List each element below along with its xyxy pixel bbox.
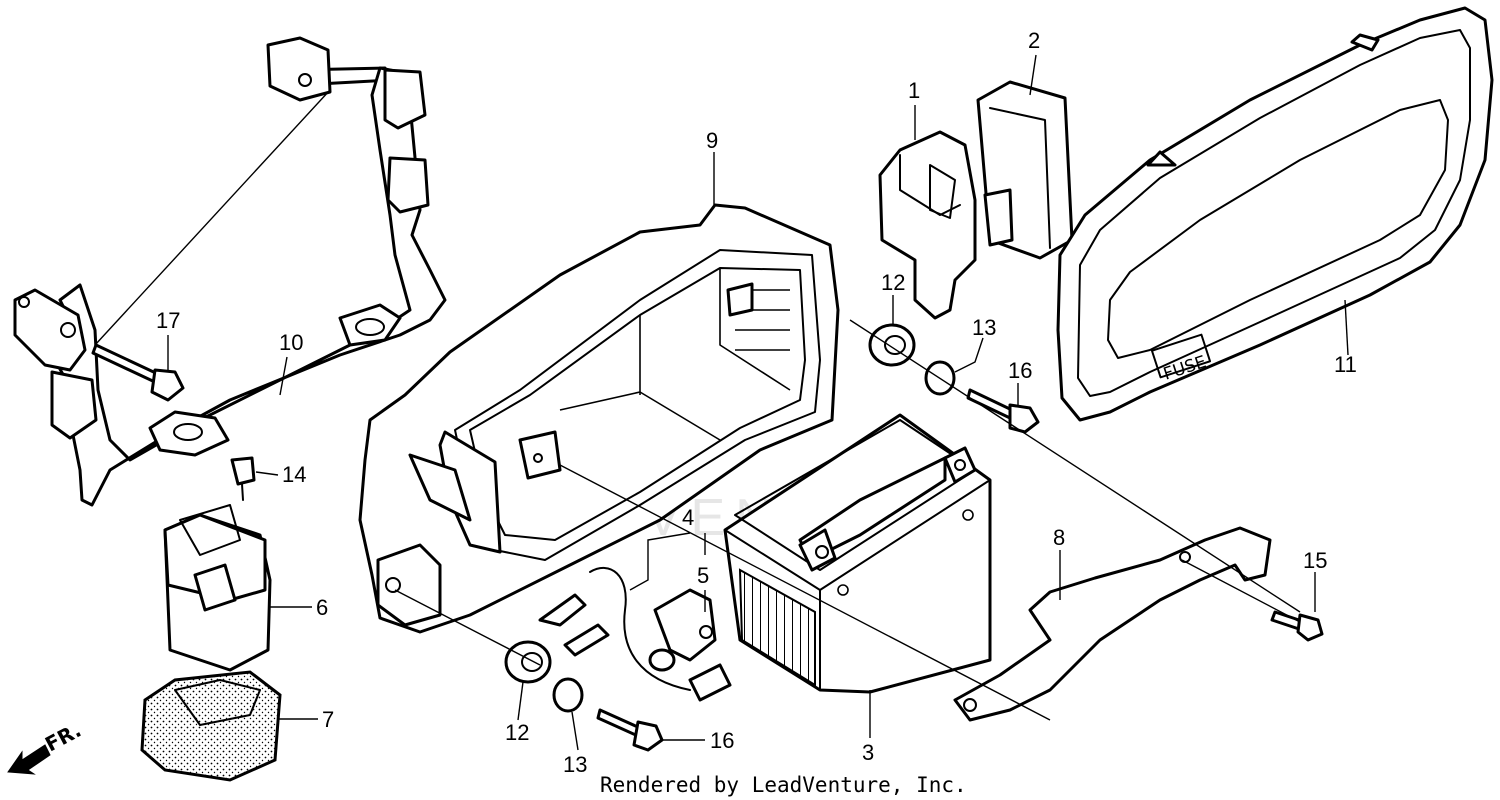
part-16-bolt-b xyxy=(596,708,664,752)
callout-11: 11 xyxy=(1334,352,1357,377)
leader-lines xyxy=(94,54,1349,751)
part-9-battery-box xyxy=(358,203,840,634)
callout-1: 1 xyxy=(908,78,920,103)
part-7-relay-cover xyxy=(140,670,282,782)
callout-6: 6 xyxy=(316,595,328,620)
front-direction-indicator: FR. xyxy=(7,718,85,775)
callout-16-b: 16 xyxy=(710,728,734,753)
part-15-screw xyxy=(1270,610,1324,642)
callout-16-a: 16 xyxy=(1008,358,1032,383)
callout-12-b: 12 xyxy=(505,720,529,745)
callout-14: 14 xyxy=(282,462,306,487)
part-8-holder-plate xyxy=(953,526,1272,722)
part-1-module xyxy=(878,130,977,320)
callout-4: 4 xyxy=(682,505,694,530)
part-13-collar-b xyxy=(552,677,584,713)
part-4-5-cables xyxy=(538,566,732,702)
part-11-fuse-cover: FUSE xyxy=(1056,6,1494,422)
front-arrow-icon xyxy=(7,744,51,775)
callout-5: 5 xyxy=(697,563,709,588)
callout-12-a: 12 xyxy=(881,270,905,295)
callout-9: 9 xyxy=(706,128,718,153)
credit-text: Rendered by LeadVenture, Inc. xyxy=(600,773,967,797)
callout-13-b: 13 xyxy=(563,752,587,777)
part-12-grommet-a xyxy=(868,323,916,367)
part-3-battery xyxy=(723,413,992,694)
callout-7: 7 xyxy=(322,707,334,732)
callout-15: 15 xyxy=(1303,548,1327,573)
callout-13-a: 13 xyxy=(972,315,996,340)
callout-2: 2 xyxy=(1028,28,1040,53)
callouts: 2 1 3 4 5 6 7 8 9 10 11 12 12 13 13 14 1… xyxy=(156,28,1357,777)
callout-3: 3 xyxy=(862,740,874,765)
callout-10: 10 xyxy=(279,330,303,355)
part-10-bracket-frame xyxy=(13,36,447,507)
callout-17: 17 xyxy=(156,308,180,333)
part-2-control-unit xyxy=(976,80,1074,260)
part-16-bolt-a xyxy=(966,388,1040,434)
part-6-starter-relay xyxy=(163,504,272,672)
callout-8: 8 xyxy=(1053,525,1065,550)
part-12-grommet-b xyxy=(504,640,552,684)
part-17-bolt xyxy=(91,343,185,402)
part-14-bolt xyxy=(230,456,256,501)
